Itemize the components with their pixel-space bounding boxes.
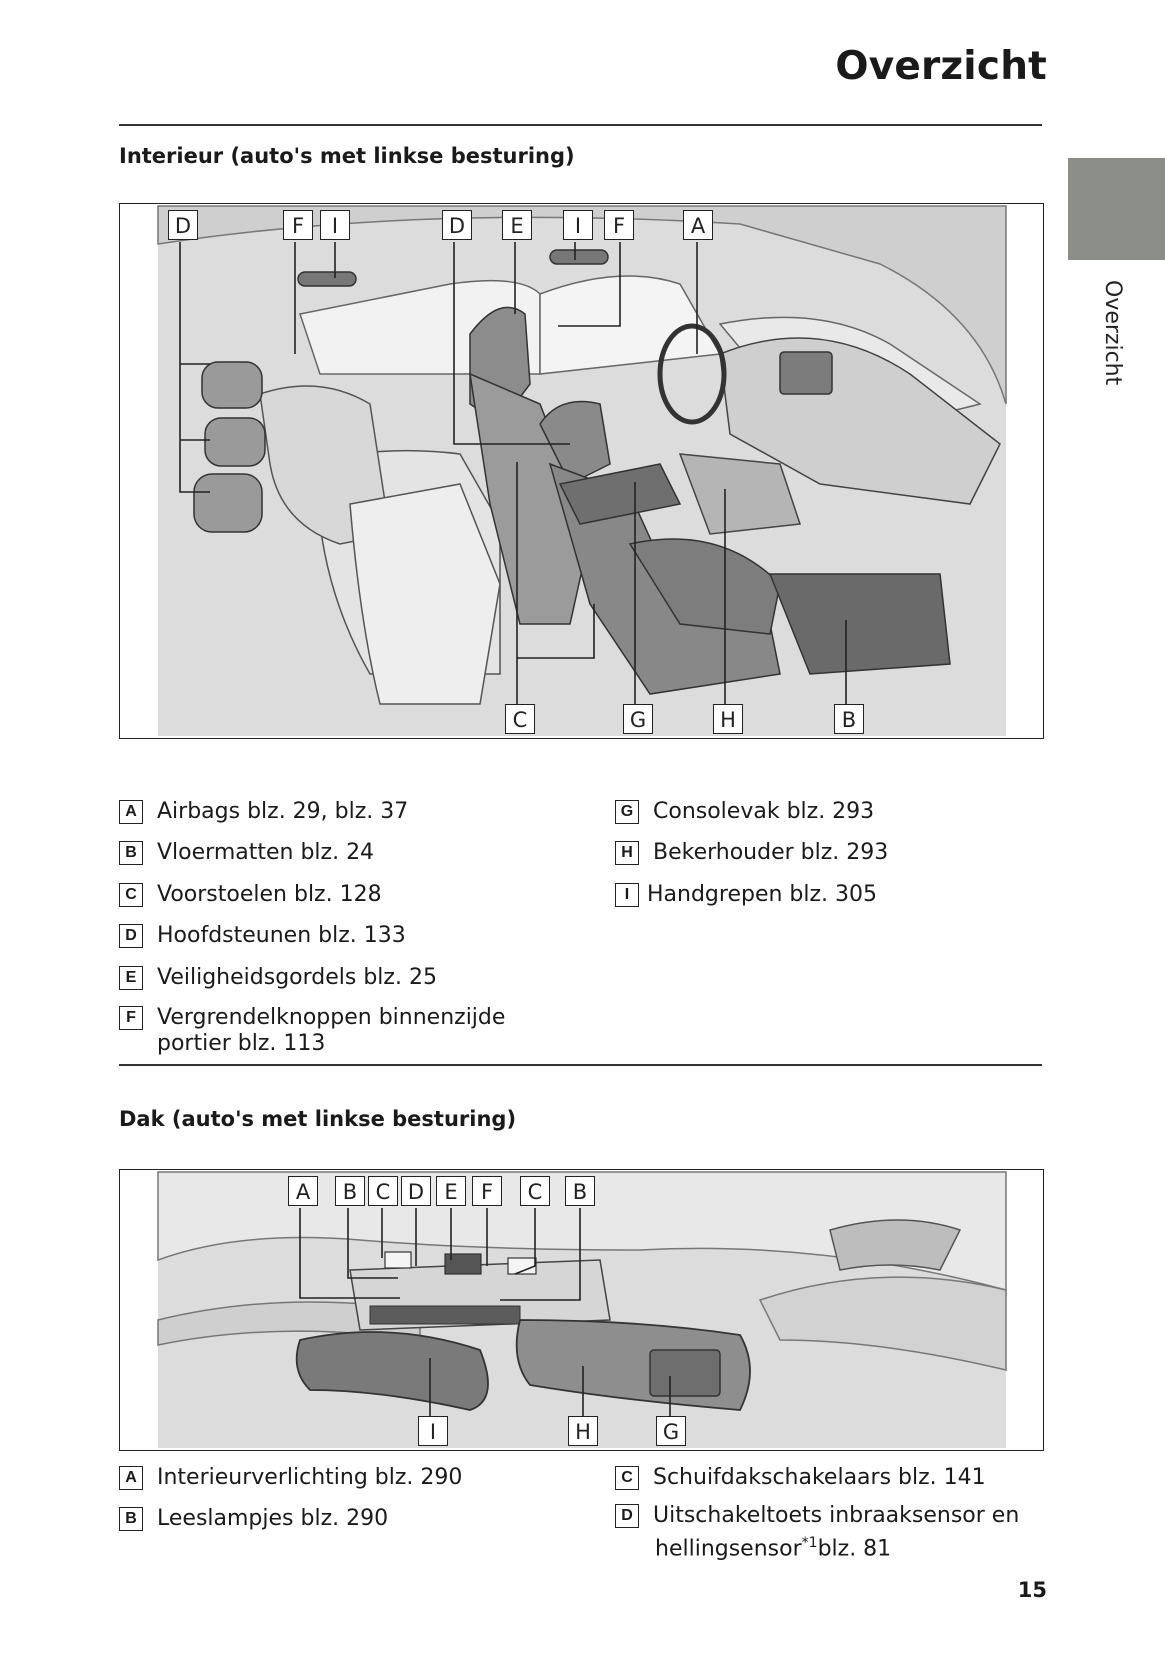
legend-text: Uitschakeltoets inbraaksensor en xyxy=(653,1503,1020,1528)
legend-key: C xyxy=(119,883,143,907)
legend-key: I xyxy=(615,883,639,907)
callout-f: F xyxy=(604,210,634,240)
legend-text: Interieurverlichting blz. 290 xyxy=(157,1465,463,1490)
legend-text: Voorstoelen blz. 128 xyxy=(157,882,382,907)
footnote-ref: *1 xyxy=(801,1535,818,1551)
page-number: 15 xyxy=(1017,1578,1047,1602)
legend-item: B Leeslampjes blz. 290 xyxy=(119,1506,388,1532)
legend-item: D Uitschakeltoets inbraaksensor en xyxy=(615,1503,1019,1529)
legend-text: Veiligheidsgordels blz. 25 xyxy=(157,965,437,990)
side-tab xyxy=(1068,158,1165,260)
interior-illustration: D F I D E I F A C G H B xyxy=(119,203,1044,739)
legend-text: Schuifdakschakelaars blz. 141 xyxy=(653,1465,986,1490)
callout-f: F xyxy=(472,1176,502,1206)
callout-g: G xyxy=(623,704,653,734)
roof-drawing xyxy=(157,1171,1007,1448)
legend-text: Consolevak blz. 293 xyxy=(653,799,875,824)
legend-key: B xyxy=(119,1507,143,1531)
legend-item: C Schuifdakschakelaars blz. 141 xyxy=(615,1465,986,1491)
legend-item: A Interieurverlichting blz. 290 xyxy=(119,1465,462,1491)
legend-text: Airbags blz. 29, blz. 37 xyxy=(157,799,409,824)
legend-text-continuation: hellingsensor*1blz. 81 xyxy=(655,1530,891,1562)
roof-section-title: Dak (auto's met linkse besturing) xyxy=(119,1107,517,1131)
side-tab-label: Overzicht xyxy=(1100,280,1125,386)
legend-item: H Bekerhouder blz. 293 xyxy=(615,840,888,866)
callout-b: B xyxy=(834,704,864,734)
callout-d: D xyxy=(168,210,198,240)
legend-cont-page: blz. 81 xyxy=(817,1536,892,1562)
callout-e: E xyxy=(436,1176,466,1206)
callout-b: B xyxy=(565,1176,595,1206)
callout-c: C xyxy=(368,1176,398,1206)
callout-d: D xyxy=(401,1176,431,1206)
legend-key: A xyxy=(119,800,143,824)
legend-key: A xyxy=(119,1466,143,1490)
callout-g: G xyxy=(656,1416,686,1446)
legend-item: E Veiligheidsgordels blz. 25 xyxy=(119,965,437,991)
legend-text: Leeslampjes blz. 290 xyxy=(157,1506,389,1531)
legend-key: F xyxy=(119,1006,143,1030)
roof-illustration: A B C D E F C B I H G xyxy=(119,1169,1044,1451)
section-rule xyxy=(119,1064,1042,1066)
callout-c: C xyxy=(520,1176,550,1206)
page-title: Overzicht xyxy=(835,44,1047,89)
callout-i: I xyxy=(418,1416,448,1446)
callout-h: H xyxy=(713,704,743,734)
legend-item: G Consolevak blz. 293 xyxy=(615,799,874,825)
interior-section-title: Interieur (auto's met linkse besturing) xyxy=(119,144,575,168)
legend-cont-text: hellingsensor xyxy=(655,1536,802,1562)
callout-i: I xyxy=(563,210,593,240)
callout-h: H xyxy=(568,1416,598,1446)
legend-text: Handgrepen blz. 305 xyxy=(647,882,878,907)
legend-key: E xyxy=(119,966,143,990)
legend-key: G xyxy=(615,800,639,824)
legend-key: C xyxy=(615,1466,639,1490)
callout-e: E xyxy=(502,210,532,240)
legend-item: B Vloermatten blz. 24 xyxy=(119,840,374,866)
legend-key: D xyxy=(119,924,143,948)
legend-text: Bekerhouder blz. 293 xyxy=(653,840,889,865)
legend-item: F Vergrendelknoppen binnenzijde xyxy=(119,1005,505,1031)
header-rule xyxy=(119,124,1042,126)
callout-i: I xyxy=(320,210,350,240)
callout-a: A xyxy=(683,210,713,240)
callout-a: A xyxy=(288,1176,318,1206)
legend-key: B xyxy=(119,841,143,865)
interior-car-drawing xyxy=(157,205,1007,736)
legend-key: D xyxy=(615,1504,639,1528)
legend-key: H xyxy=(615,841,639,865)
legend-item: I Handgrepen blz. 305 xyxy=(615,882,877,908)
callout-d: D xyxy=(442,210,472,240)
legend-item: C Voorstoelen blz. 128 xyxy=(119,882,382,908)
legend-text: Vloermatten blz. 24 xyxy=(157,840,375,865)
callout-c: C xyxy=(505,704,535,734)
legend-text-continuation: portier blz. 113 xyxy=(157,1031,326,1056)
legend-item: D Hoofdsteunen blz. 133 xyxy=(119,923,406,949)
legend-text: Vergrendelknoppen binnenzijde xyxy=(157,1005,506,1030)
callout-b: B xyxy=(335,1176,365,1206)
legend-text: Hoofdsteunen blz. 133 xyxy=(157,923,406,948)
legend-item: A Airbags blz. 29, blz. 37 xyxy=(119,799,408,825)
callout-f: F xyxy=(283,210,313,240)
